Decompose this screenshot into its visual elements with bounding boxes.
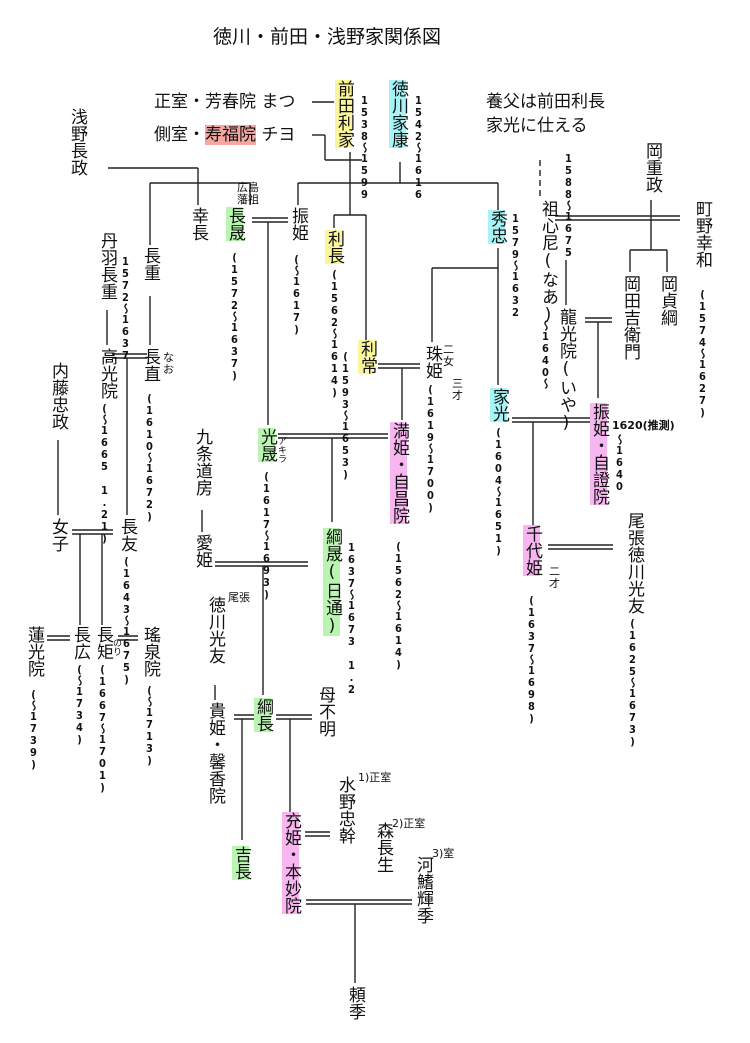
years-nagaakira: (1572〜1637) [228, 251, 241, 381]
person-kujo-michifusa: 九条道房 [192, 428, 212, 496]
years-toshinaga: (1562〜1614) [328, 268, 341, 398]
years-naganori: (1667〜1701) [96, 663, 109, 793]
years-soshinni: 1588〜1675 [562, 152, 575, 258]
person-name-highlight: 寿福院 [205, 125, 256, 145]
person-tsunanori: 綱晟(日通) [322, 528, 342, 636]
note-mother-unknown: 母不明 [315, 686, 335, 737]
person-ryukoin: 龍光院(いや) [556, 308, 576, 433]
person-michihime-honmyoin: 充姫・本妙院 [281, 812, 301, 914]
years-maeda-toshiie: 1538〜1599 [358, 94, 371, 200]
person-nagatomo: 長友 [117, 518, 137, 552]
years-manhime-jishoin: (1562〜1614) [392, 540, 405, 670]
years-niwa-nagashige: 1572〜1637 [119, 255, 132, 361]
person-hidetada: 秀忠 [487, 210, 507, 244]
years-renkoin: (〜1739) [27, 688, 40, 770]
person-nagaakira: 長晟 [225, 207, 245, 241]
person-machino-yukikazu: 町野幸和 [692, 200, 712, 268]
person-kokoin: 高光院 [97, 348, 117, 399]
note-tamahime-order: 二女 [443, 343, 454, 368]
years-nagatomo: (1643〜1675) [120, 555, 133, 685]
wife-label: 正室・ [154, 92, 205, 112]
person-yoshinaga: 幸長 [188, 207, 208, 241]
note-owari: 尾張 [228, 591, 250, 604]
person-furihime-jishoin: 振姫・自證院 [589, 403, 609, 505]
person-name: 芳春院 まつ [205, 92, 296, 112]
person-okada-yoshiemon: 岡田吉衛門 [620, 275, 640, 360]
person-naito-tadamasa: 内藤忠政 [48, 362, 68, 430]
years-furihime: (〜1617) [290, 253, 303, 335]
person-nagashige: 長重 [140, 247, 160, 281]
person-renkoin: 蓮光院 [24, 626, 44, 677]
years-tsunanori: 1637〜1673 1.2 [345, 541, 358, 695]
years-furihime-jishoin-line1: 1620(推測) [612, 419, 675, 432]
years-hidetada: 1579〜1632 [509, 212, 522, 318]
person-oka-sadatsuna: 岡貞綱 [657, 275, 677, 326]
note-spouse-1: 1)正室 [358, 771, 392, 784]
person-matsu: 正室・芳春院 まつ [154, 94, 295, 111]
person-daughter: 女子 [48, 518, 68, 552]
note-spouse-3: 3)室 [432, 847, 455, 860]
person-tokugawa-ieyasu: 徳川家康 [388, 80, 408, 148]
person-owari-tokugawa-mitsutomo: 尾張徳川光友 [624, 512, 644, 614]
person-niwa-nagashige: 丹羽長重 [97, 232, 117, 300]
diagram-title: 徳川・前田・浅野家関係図 [213, 26, 442, 48]
person-kihime-keikoin: 貴姫・馨香院 [205, 702, 225, 804]
note-hiroshima-line2: 藩祖 [237, 193, 259, 206]
person-manhime-jishoin: 満姫・自昌院 [389, 422, 409, 524]
years-tamahime: (1619〜1700) [424, 383, 437, 513]
person-mori-nagatoki: 森長生 [373, 822, 393, 873]
years-ryukoin: 〜1640〜 [539, 320, 552, 388]
note-spouse-2: 2)正室 [392, 817, 426, 830]
years-kokoin: (〜1665 1.21) [98, 402, 111, 544]
note-adoption-line2: 家光に仕える [486, 116, 588, 136]
person-mizuno-tadamoto: 水野忠幹 [335, 776, 355, 844]
ruby-naganao: なお [163, 351, 174, 376]
ruby-mitsuakira: アキラ [278, 437, 288, 465]
years-toshitsune: (1593〜1653) [339, 350, 352, 480]
wife-label: 側室・ [154, 125, 205, 145]
person-asano-nagamasa: 浅野長政 [67, 108, 87, 176]
person-kawabata-terusue: 河鰭輝季 [413, 856, 433, 924]
person-soshinni: 祖心尼(なあ) [538, 200, 558, 325]
note-hiroshima-line1: 広島 [237, 181, 259, 194]
note-chiyohime-age: 二才 [549, 565, 560, 590]
person-tokugawa-mitsutomo: 徳川光友 [205, 596, 225, 664]
person-tsunanaga: 綱長 [253, 698, 273, 732]
years-tokugawa-ieyasu: 1542〜1616 [412, 94, 425, 200]
person-yosenin: 瑤泉院 [140, 626, 160, 677]
years-nagahiro: (〜1734) [73, 663, 86, 745]
person-name: チヨ [256, 125, 296, 145]
years-chiyohime: (1637〜1698) [525, 594, 538, 724]
years-yosenin: (〜1713) [143, 684, 156, 766]
person-toshitsune: 利常 [357, 340, 377, 374]
person-naganori: 長矩 [93, 626, 113, 660]
person-nagahiro: 長広 [70, 626, 90, 660]
note-tamahime-age: 三才 [452, 377, 463, 402]
person-oka-shigemasa: 岡重政 [642, 142, 662, 193]
years-owari-tokugawa-mitsutomo: (1625〜1673) [626, 617, 639, 747]
years-naganao: (1610〜1672) [143, 392, 156, 522]
person-tamahime: 珠姫 [422, 345, 442, 379]
years-furihime-jishoin-line2: 〜1640 [613, 434, 626, 492]
person-furihime: 振姫 [288, 207, 308, 241]
years-machino-yukikazu: (1574〜1627) [696, 288, 709, 418]
person-aihime: 愛姫 [192, 534, 212, 568]
person-chiyo: 側室・寿福院 チヨ [154, 125, 296, 145]
note-adoption-line1: 養父は前田利長 [486, 92, 605, 112]
person-toshinaga: 利長 [324, 230, 344, 264]
ruby-naganori: のり [113, 639, 123, 658]
person-mitsuakira: 光晟 [257, 428, 277, 462]
years-mitsuakira: (1617〜1693) [260, 470, 273, 600]
person-naganao: 長直 [140, 348, 160, 382]
person-chiyohime: 千代姫 [522, 525, 542, 576]
person-iemitsu: 家光 [489, 388, 509, 422]
person-yorisue: 頼季 [345, 986, 365, 1020]
person-maeda-toshiie: 前田利家 [334, 80, 354, 148]
person-yoshinaga-asano: 吉長 [231, 846, 251, 880]
years-iemitsu: (1604〜1651) [492, 426, 505, 556]
